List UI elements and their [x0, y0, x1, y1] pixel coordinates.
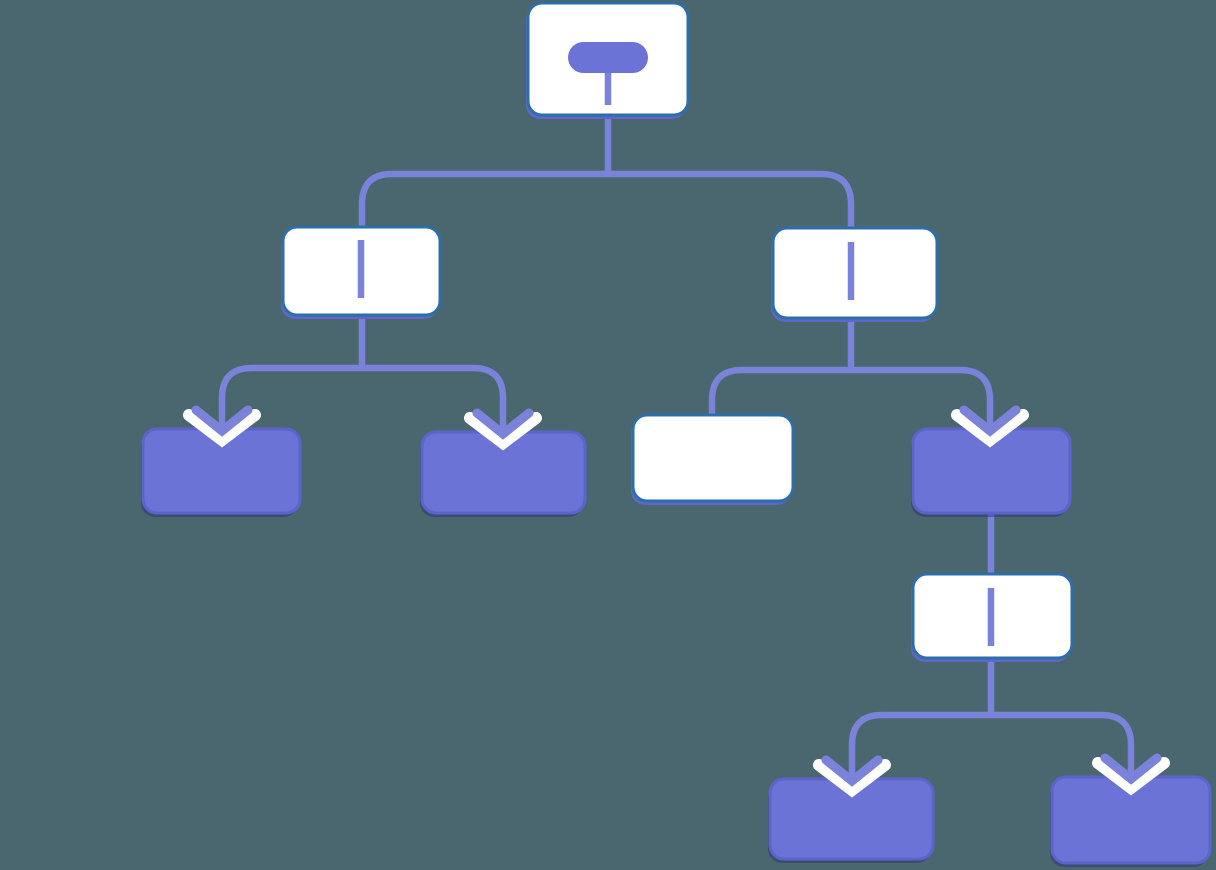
- arrow-into-leaf-left-1-purple-chevron-icon: [191, 405, 253, 437]
- node-branch-right[interactable]: [771, 226, 939, 320]
- node-leaf-middle[interactable]: [631, 413, 795, 503]
- arrow-layer: [183, 405, 1170, 798]
- edge-split-bottom: [848, 711, 1135, 783]
- node-layer: [141, 1, 1212, 867]
- arrow-into-leaf-left-1-white-chevron-icon: [183, 409, 261, 448]
- arrow-into-pass-through-purple-chevron-icon: [959, 405, 1021, 437]
- arrow-into-leaf-bottom-2-white-chevron-icon: [1092, 757, 1170, 796]
- arrow-into-leaf-bottom-2-purple-chevron-icon: [1100, 753, 1162, 785]
- edge-split-right: [708, 366, 994, 433]
- arrow-into-pass-through-white-chevron-icon: [951, 409, 1029, 448]
- decoration-layer: [357, 42, 995, 646]
- decoration-root-pill: [568, 42, 648, 73]
- edge-split-left: [218, 364, 507, 436]
- arrow-into-leaf-bottom-1-purple-chevron-icon: [821, 755, 883, 787]
- edge-split-top: [358, 170, 855, 232]
- arrow-into-leaf-left-2-purple-chevron-icon: [472, 408, 534, 440]
- arrow-into-leaf-left-2-white-chevron-icon: [464, 412, 542, 451]
- arrow-into-leaf-bottom-1-white-chevron-icon: [813, 759, 891, 798]
